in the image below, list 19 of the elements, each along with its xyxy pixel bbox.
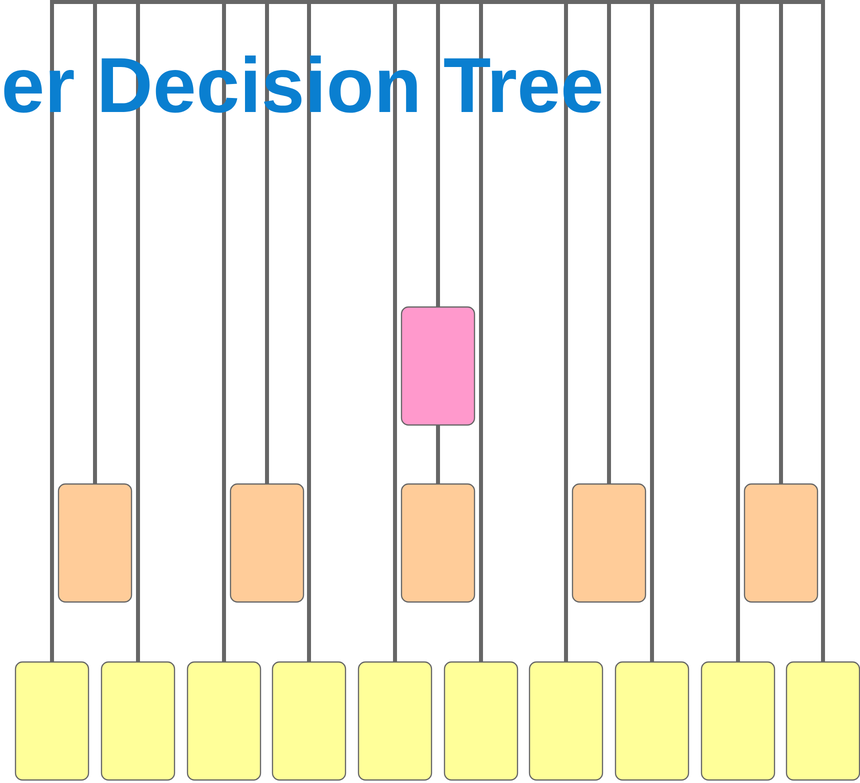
tree-node-box: [572, 483, 646, 603]
tree-node-box: [528, 661, 604, 781]
tree-node-box: [230, 483, 304, 603]
connector-line: [821, 0, 825, 662]
tree-node-box: [400, 306, 476, 426]
tree-node-box: [186, 661, 262, 781]
tree-node-box: [100, 661, 176, 781]
tree-node-box: [14, 661, 90, 781]
connector-line: [436, 425, 440, 484]
connector-line: [50, 0, 54, 662]
tree-node-box: [272, 661, 346, 781]
tree-node-box: [744, 483, 818, 603]
tree-node-box: [444, 661, 518, 781]
tree-node-box: [700, 661, 776, 781]
tree-node-box: [614, 661, 690, 781]
tree-node-box: [400, 483, 476, 603]
tree-node-box: [786, 661, 860, 781]
tree-node-box: [358, 661, 432, 781]
tree-node-box: [58, 483, 132, 603]
